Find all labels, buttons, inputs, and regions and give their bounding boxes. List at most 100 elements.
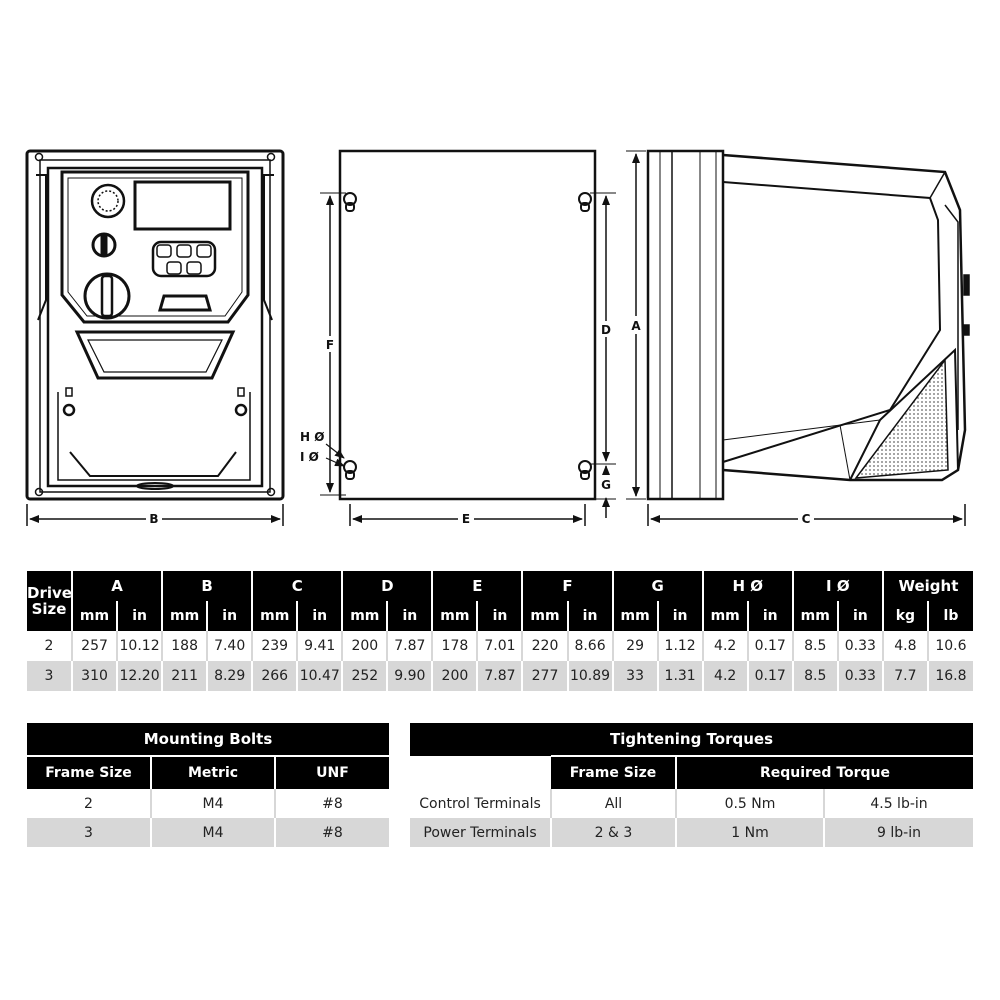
unit-header: mm — [611, 601, 658, 631]
unit-header: in — [566, 601, 613, 631]
dimensions-table: Drive Size A B C D E F G H Ø I Ø Weight … — [27, 571, 973, 691]
table-cell: 7.40 — [206, 631, 253, 661]
table-cell: 200 — [341, 631, 388, 661]
table-cell: 257 — [70, 631, 118, 661]
unit-header: in — [116, 601, 163, 631]
front-view — [25, 149, 285, 501]
dimension-d: D — [590, 192, 616, 465]
table-cell: 4.2 — [701, 661, 748, 691]
unit-header: mm — [341, 601, 388, 631]
table-cell: 4.8 — [881, 631, 928, 661]
group-header-h: H Ø — [701, 571, 793, 601]
table-cell: 310 — [70, 661, 118, 691]
group-header-weight: Weight — [881, 571, 973, 601]
drive-size-header: Drive Size — [27, 571, 72, 631]
tightening-torques-header-row: Frame Size Required Torque — [410, 755, 973, 789]
unit-header: kg — [881, 601, 928, 631]
table-cell: 33 — [611, 661, 658, 691]
drive-size-cell: 2 — [27, 631, 72, 661]
label-e: E — [462, 512, 470, 526]
table-cell: 10.6 — [926, 631, 973, 661]
unit-header: in — [296, 601, 343, 631]
table-cell: #8 — [274, 818, 389, 847]
group-header-c: C — [251, 571, 343, 601]
table-cell: M4 — [150, 789, 275, 818]
unit-header: mm — [521, 601, 568, 631]
label-i: I Ø — [300, 450, 319, 464]
table-cell: 0.17 — [746, 631, 793, 661]
table-cell: 188 — [161, 631, 208, 661]
group-header-f: F — [521, 571, 613, 601]
unit-header: in — [206, 601, 253, 631]
group-header-b: B — [161, 571, 253, 601]
column-header: Metric — [150, 755, 275, 789]
table-cell: 7.87 — [386, 631, 433, 661]
mounting-bolts-title: Mounting Bolts — [27, 723, 389, 756]
unit-header: lb — [926, 601, 973, 631]
table-row: 3 M4 #8 — [27, 818, 389, 847]
unit-header: mm — [251, 601, 298, 631]
table-cell: All — [550, 789, 676, 818]
unit-header: in — [836, 601, 883, 631]
table-cell: 16.8 — [926, 661, 973, 691]
table-cell: 7.87 — [476, 661, 523, 691]
table-cell: 10.12 — [116, 631, 163, 661]
table-cell: 2 & 3 — [550, 818, 676, 847]
table-cell: 178 — [431, 631, 478, 661]
label-f: F — [326, 338, 334, 352]
table-cell: 7.01 — [476, 631, 523, 661]
tightening-torques-table: Tightening Torques Frame Size Required T… — [410, 723, 973, 847]
label-d: D — [601, 323, 611, 337]
label-c: C — [802, 512, 811, 526]
table-cell: 10.89 — [566, 661, 613, 691]
dimension-b: B — [26, 504, 284, 526]
blank-header — [410, 756, 551, 789]
table-cell: Power Terminals — [410, 818, 551, 847]
table-cell: 29 — [611, 631, 658, 661]
keyhole-slot-bottom-right — [578, 460, 592, 480]
dimension-e: E — [349, 504, 586, 526]
table-cell: 4.2 — [701, 631, 748, 661]
mounting-bolts-header-row: Frame Size Metric UNF — [27, 755, 389, 789]
keyhole-slot-top-right — [578, 192, 592, 212]
column-header: Frame Size — [551, 755, 676, 789]
table-cell: 8.5 — [791, 661, 838, 691]
unit-header: mm — [161, 601, 208, 631]
column-header: Required Torque — [675, 755, 973, 789]
group-header-a: A — [70, 571, 163, 601]
unit-header: in — [386, 601, 433, 631]
table-row: 2 257 10.12 188 7.40 239 9.41 200 7.87 1… — [27, 631, 973, 661]
table-row: 2 M4 #8 — [27, 789, 389, 818]
unit-header: mm — [70, 601, 118, 631]
dimension-h-i: H Ø I Ø — [300, 430, 345, 467]
dimension-drawing: B F H Ø I Ø — [25, 149, 970, 526]
unit-header: mm — [701, 601, 748, 631]
dimensions-header-row: Drive Size A B C D E F G H Ø I Ø Weight — [27, 571, 973, 631]
table-cell: 8.5 — [791, 631, 838, 661]
mounting-bolts-table: Mounting Bolts Frame Size Metric UNF 2 M… — [27, 723, 389, 847]
dimension-a: A — [626, 150, 646, 500]
table-cell: 0.5 Nm — [675, 789, 824, 818]
keyhole-slot-top-left — [343, 192, 357, 212]
group-header-i: I Ø — [791, 571, 883, 601]
unit-header: in — [476, 601, 523, 631]
table-cell: 239 — [251, 631, 298, 661]
table-cell: 8.29 — [206, 661, 253, 691]
table-row: 3 310 12.20 211 8.29 266 10.47 252 9.90 … — [27, 661, 973, 691]
label-h: H Ø — [300, 430, 324, 444]
table-cell: 8.66 — [566, 631, 613, 661]
column-header: Frame Size — [27, 755, 151, 789]
table-cell: 2 — [27, 789, 151, 818]
table-cell: Control Terminals — [410, 789, 551, 818]
table-cell: 12.20 — [116, 661, 163, 691]
table-row: Control Terminals All 0.5 Nm 4.5 lb-in — [410, 789, 973, 818]
group-header-g: G — [611, 571, 703, 601]
table-cell: 266 — [251, 661, 298, 691]
table-cell: 211 — [161, 661, 208, 691]
unit-header: in — [656, 601, 703, 631]
table-cell: 9 lb-in — [823, 818, 973, 847]
units-header-row: mm in mm in mm in mm in mm in mm in mm i… — [27, 601, 973, 631]
side-view — [646, 149, 970, 501]
table-cell: 10.47 — [296, 661, 343, 691]
mounting-bolts-title-row: Mounting Bolts — [27, 723, 389, 756]
